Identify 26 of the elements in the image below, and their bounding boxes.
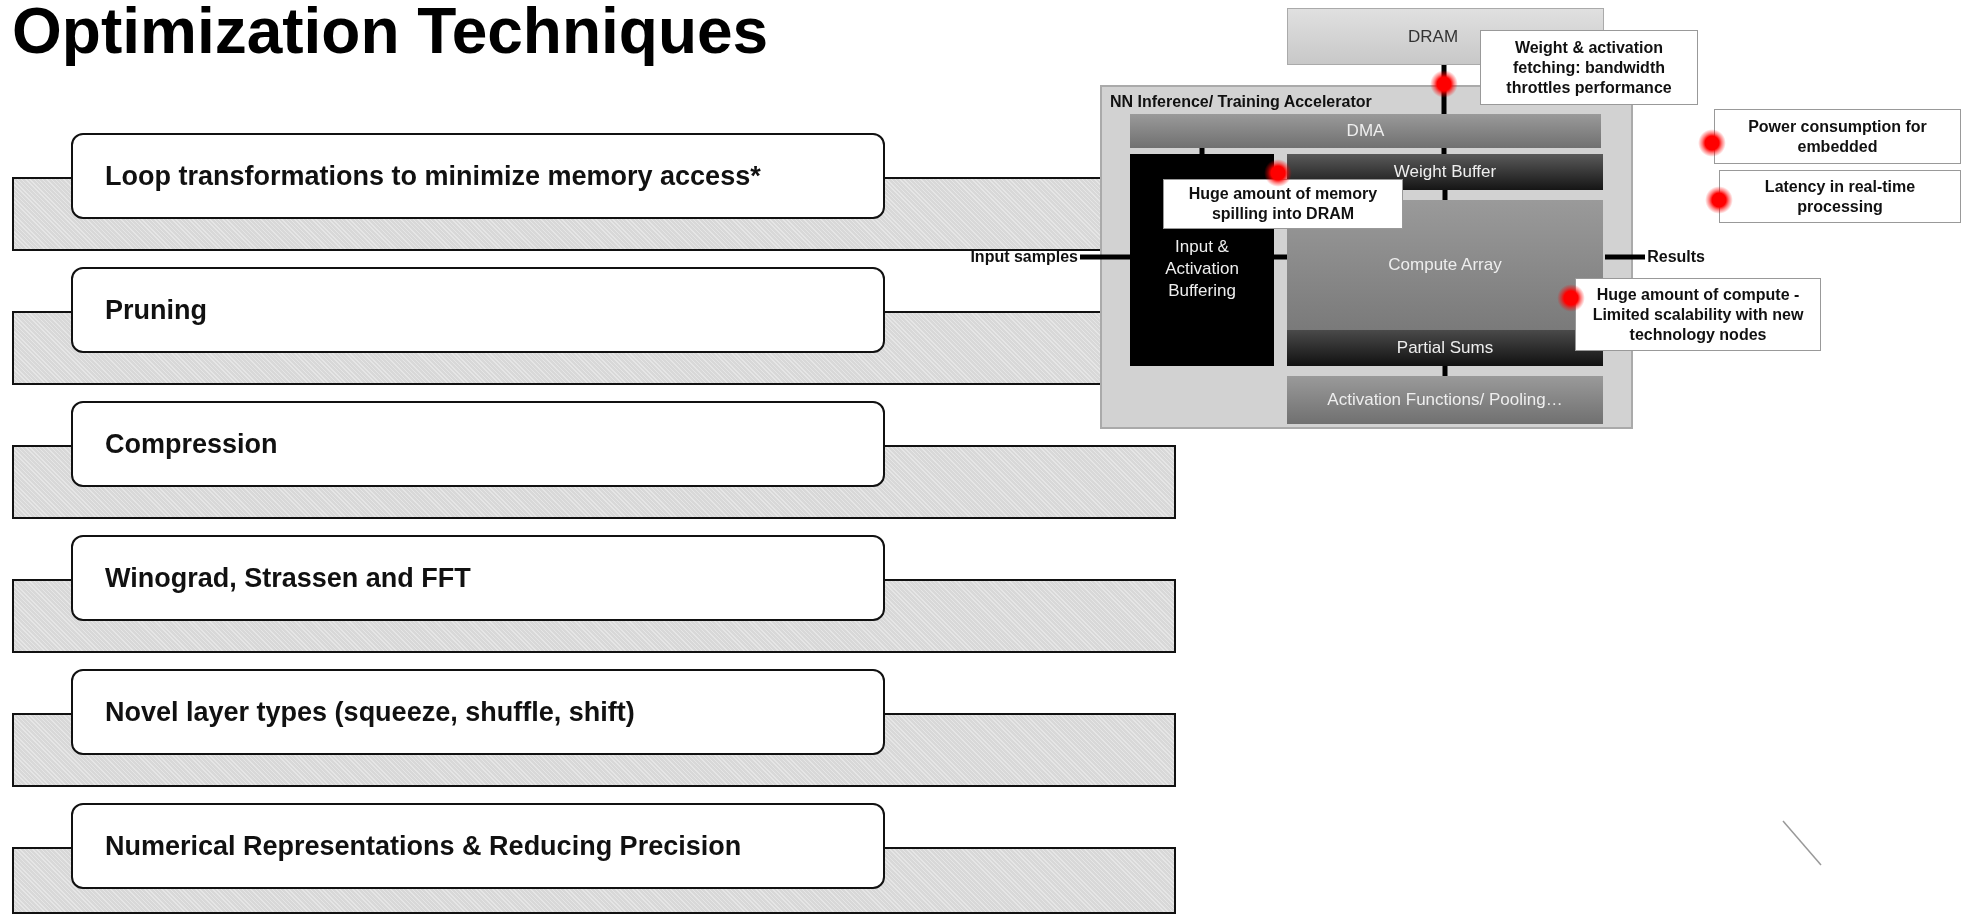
connector-line <box>1199 148 1205 154</box>
input-label: Input samples <box>960 247 1078 267</box>
connector-line <box>1274 254 1287 260</box>
connector-line <box>1441 148 1447 154</box>
technique-box: Winograd, Strassen and FFT <box>71 535 885 621</box>
callout-tooltip: Power consumption for embedded <box>1714 109 1961 164</box>
connector-line <box>1442 190 1448 200</box>
panel-heading: NN Inference/ Training Accelerator <box>1110 93 1372 111</box>
connector-line <box>1441 65 1447 114</box>
technique-box: Pruning <box>71 267 885 353</box>
callout-tooltip: Latency in real-time processing <box>1719 170 1961 223</box>
connector-line <box>1080 254 1130 260</box>
output-label: Results <box>1645 247 1705 267</box>
technique-box: Novel layer types (squeeze, shuffle, shift) <box>71 669 885 755</box>
technique-box: Compression <box>71 401 885 487</box>
callout-tooltip: Huge amount of memory spilling into DRAM <box>1163 179 1403 229</box>
technique-box: Numerical Representations & Reducing Precision <box>71 803 885 889</box>
function-bar: Activation Functions/ Pooling… <box>1287 376 1603 424</box>
callout-tooltip: Weight & activation fetching: bandwidth throttles performance <box>1480 30 1698 105</box>
connector-line <box>1442 366 1448 376</box>
technique-box: Loop transformations to minimize memory access* <box>71 133 885 219</box>
partial-sums-bar: Partial Sums <box>1287 330 1603 366</box>
slide-title: Optimization Techniques <box>12 0 769 67</box>
callout-tooltip: Huge amount of compute - Limited scalability with new technology nodes <box>1575 278 1821 351</box>
dma-bar: DMA <box>1130 114 1601 148</box>
connector-line <box>1605 254 1645 260</box>
